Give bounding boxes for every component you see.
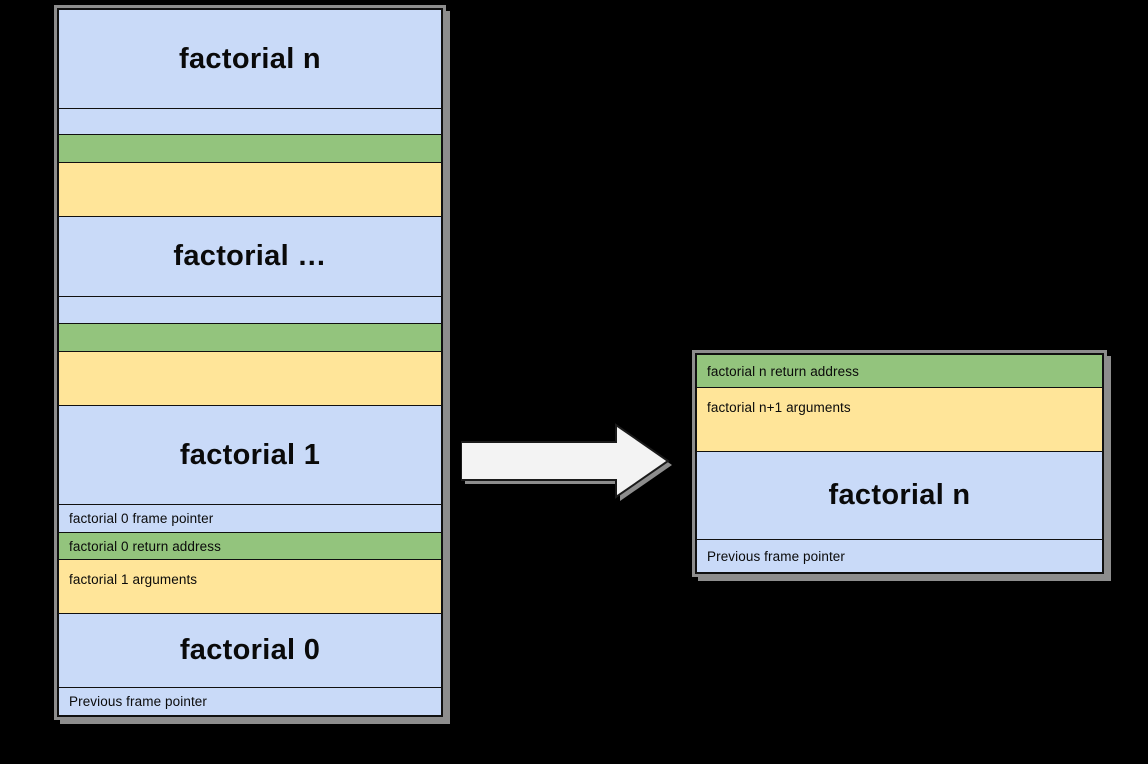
return-address-slot [59,135,441,163]
frame-pointer-slot [59,109,441,135]
right-block-arrow-icon [461,423,672,501]
call-stack-recursive: factorial n factorial … factorial 1 fact… [57,8,443,717]
previous-frame-pointer-slot: Previous frame pointer [697,540,1102,572]
previous-frame-pointer-slot: Previous frame pointer [59,688,441,715]
frame-pointer-slot [59,297,441,324]
arguments-slot [59,163,441,217]
frame-title-factorial-0: factorial 0 [59,614,441,688]
call-stack-optimized: factorial n return address factorial n+1… [695,353,1104,574]
factorial-0-frame-pointer-slot: factorial 0 frame pointer [59,505,441,533]
frame-title-factorial-n: factorial n [697,452,1102,540]
factorial-1-arguments-slot: factorial 1 arguments [59,560,441,614]
factorial-n-return-address-slot: factorial n return address [697,355,1102,388]
frame-title-factorial-ellipsis: factorial … [59,217,441,297]
frame-title-factorial-1: factorial 1 [59,406,441,505]
arguments-slot [59,352,441,406]
return-address-slot [59,324,441,352]
frame-title-factorial-n: factorial n [59,10,441,109]
factorial-n1-arguments-slot: factorial n+1 arguments [697,388,1102,452]
factorial-0-return-address-slot: factorial 0 return address [59,533,441,560]
